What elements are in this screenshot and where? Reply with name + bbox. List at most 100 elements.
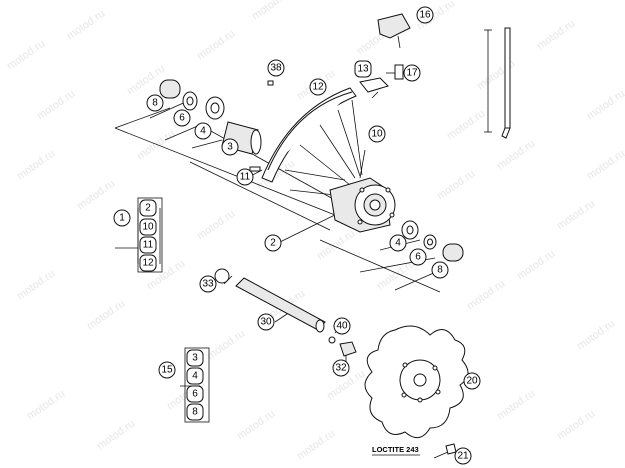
small-parts xyxy=(249,13,411,172)
watermark-text: motod.ru xyxy=(495,388,537,423)
screw-21 xyxy=(445,443,457,455)
callout-c3b: 3 xyxy=(186,349,204,367)
watermark-text: motod.ru xyxy=(65,8,107,43)
callout-number: 33 xyxy=(202,279,214,290)
callout-marker xyxy=(139,254,157,272)
callout-c38: 38 xyxy=(267,59,285,77)
callout-marker xyxy=(173,109,191,127)
callout-number: 4 xyxy=(395,238,401,249)
callout-marker xyxy=(333,317,351,335)
watermark-text: motod.ru xyxy=(495,138,537,173)
kit-group-box xyxy=(184,347,210,423)
callout-c12a: 12 xyxy=(139,254,157,272)
watermark-text: motod.ru xyxy=(25,388,67,423)
watermark-text: motod.ru xyxy=(75,178,117,213)
callout-marker xyxy=(186,403,204,421)
callout-marker xyxy=(139,199,157,217)
callout-number: 10 xyxy=(371,129,383,140)
callout-number: 4 xyxy=(192,371,198,382)
callout-c15: 15 xyxy=(158,361,176,379)
callout-c10a: 10 xyxy=(139,218,157,236)
callout-number: 21 xyxy=(457,451,469,462)
callout-marker xyxy=(186,349,204,367)
callout-c8c: 8 xyxy=(186,403,204,421)
watermark-text: motod.ru xyxy=(585,88,625,123)
nipple-11 xyxy=(249,166,261,172)
callout-number: 6 xyxy=(415,252,421,263)
callout-number: 3 xyxy=(227,142,233,153)
callout-number: 11 xyxy=(240,172,251,183)
watermark-text: motod.ru xyxy=(435,168,477,203)
callout-c1: 1 xyxy=(113,209,131,227)
watermark-text: motod.ru xyxy=(95,418,137,453)
watermark-text: motod.ru xyxy=(315,228,357,263)
callout-c40: 40 xyxy=(333,317,351,335)
callout-c11: 11 xyxy=(236,168,254,186)
callout-marker xyxy=(389,234,407,252)
callout-c4c: 4 xyxy=(186,367,204,385)
callout-c32: 32 xyxy=(332,359,350,377)
watermark-text: motod.ru xyxy=(35,88,77,123)
watermark-text: motod.ru xyxy=(375,258,417,293)
wheel-hub xyxy=(329,177,396,233)
callout-c2a: 2 xyxy=(139,199,157,217)
callout-marker xyxy=(146,94,164,112)
nut-32 xyxy=(339,341,357,357)
callout-c33: 33 xyxy=(199,275,217,293)
watermark-text: motod.ru xyxy=(555,408,597,443)
callout-marker xyxy=(221,138,239,156)
callout-c6a: 6 xyxy=(173,109,191,127)
watermark-text: motod.ru xyxy=(235,408,277,443)
clip-13 xyxy=(359,77,389,93)
callout-marker xyxy=(354,60,372,78)
callout-number: 12 xyxy=(312,82,324,93)
callout-c8a: 8 xyxy=(146,94,164,112)
callout-number: 8 xyxy=(152,98,158,109)
callout-marker xyxy=(236,168,254,186)
brake-disc xyxy=(364,325,469,455)
spacer-8-right xyxy=(442,243,464,262)
callout-number: 1 xyxy=(119,213,125,224)
watermark-text: motod.ru xyxy=(5,38,47,73)
callout-number: 3 xyxy=(192,353,198,364)
watermark-text: motod.ru xyxy=(445,108,487,143)
callout-marker xyxy=(309,78,327,96)
callout-number: 20 xyxy=(466,376,478,387)
washer-40 xyxy=(328,336,336,344)
callout-c13: 13 xyxy=(354,60,372,78)
callout-c17: 17 xyxy=(403,64,421,82)
watermark-text: motod.ru xyxy=(195,208,237,243)
axle-30 xyxy=(235,277,326,331)
tube-16 xyxy=(377,13,411,39)
callout-marker xyxy=(431,261,449,279)
callout-marker xyxy=(113,209,131,227)
spoke-drawing xyxy=(484,27,511,139)
watermark-text: motod.ru xyxy=(15,268,57,303)
right-bearing-stack xyxy=(401,220,464,262)
watermark-text: motod.ru xyxy=(295,428,337,463)
watermark-text: motod.ru xyxy=(535,18,577,53)
callout-c30: 30 xyxy=(257,313,275,331)
callout-marker xyxy=(194,122,212,140)
callout-marker xyxy=(139,218,157,236)
watermark-text: motod.ru xyxy=(250,0,292,22)
callout-marker xyxy=(264,234,282,252)
seal-33 xyxy=(214,268,230,284)
watermark-text: motod.ru xyxy=(205,328,247,363)
callout-marker xyxy=(257,313,275,331)
callout-marker xyxy=(186,367,204,385)
callout-c11a: 11 xyxy=(139,236,157,254)
callout-marker xyxy=(463,372,481,390)
callout-c2: 2 xyxy=(264,234,282,252)
watermark-text: motod.ru xyxy=(515,248,557,283)
cap-38 xyxy=(267,80,274,86)
callout-number: 6 xyxy=(179,113,185,124)
watermark-text: motod.ru xyxy=(85,298,127,333)
loctite-note: LOCTITE 243 xyxy=(372,445,419,454)
callout-marker xyxy=(332,359,350,377)
watermark-text: motod.ru xyxy=(135,128,177,163)
watermark-text: motod.ru xyxy=(555,198,597,233)
spacer-8-left xyxy=(159,79,181,99)
kit-group-box xyxy=(137,197,163,273)
